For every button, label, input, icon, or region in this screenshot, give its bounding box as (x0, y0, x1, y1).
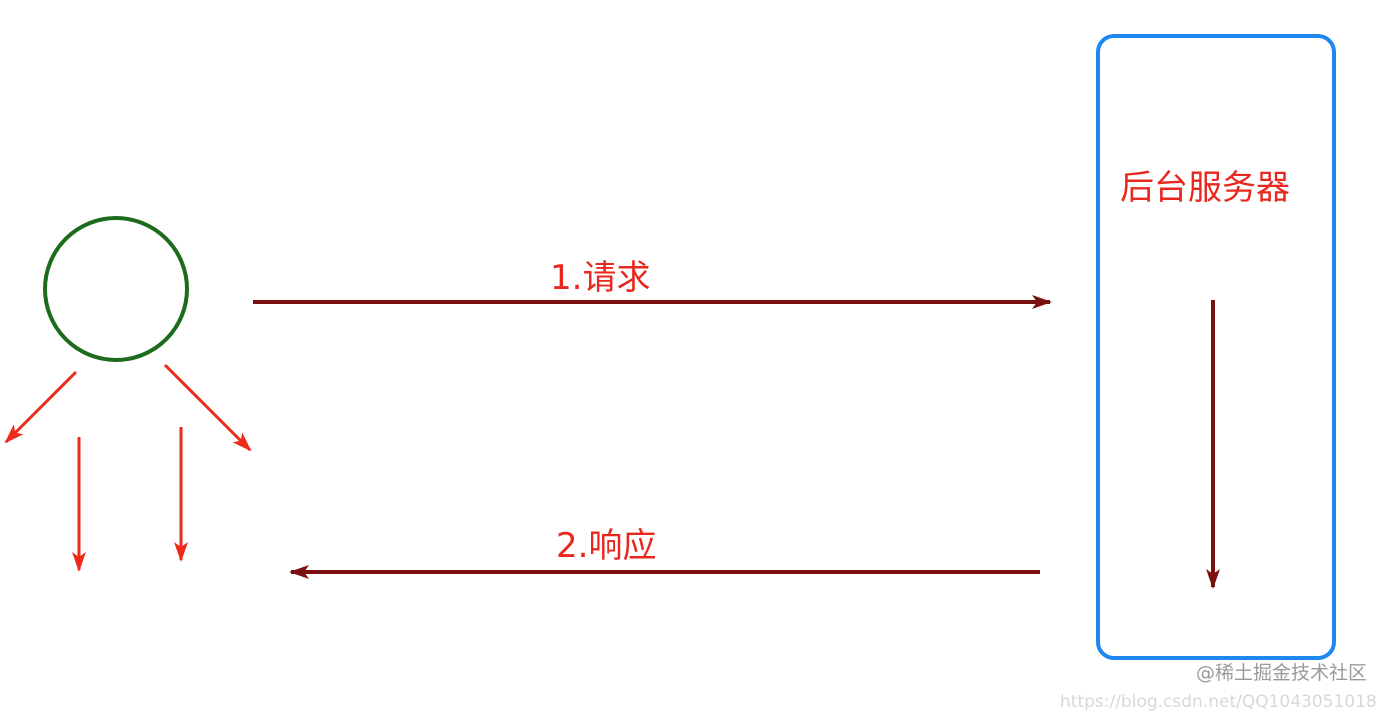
response-label: 2.响应 (556, 526, 657, 566)
user-head-circle (43, 216, 189, 362)
juejin-watermark: @稀土掘金技术社区 (1196, 662, 1368, 684)
server-label: 后台服务器 (1120, 168, 1290, 208)
user-arrow-right (163, 363, 252, 452)
server-box (1096, 34, 1336, 660)
user-arrow-left (4, 370, 78, 444)
request-label: 1.请求 (550, 258, 651, 298)
csdn-watermark: https://blog.csdn.net/QQ1043051018 (1060, 692, 1376, 712)
